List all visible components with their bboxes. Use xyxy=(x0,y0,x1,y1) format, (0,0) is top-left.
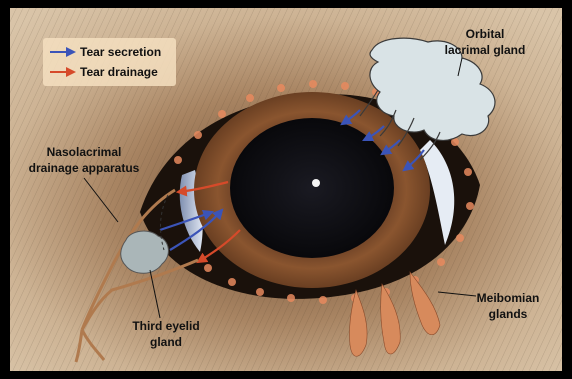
label-meibomian-line2: glands xyxy=(489,307,528,321)
legend-secretion-label: Tear secretion xyxy=(80,45,161,59)
label-nasolacrimal-line1: Nasolacrimal xyxy=(47,145,122,159)
legend: Tear secretion Tear drainage xyxy=(43,38,176,86)
label-nasolacrimal-line2: drainage apparatus xyxy=(29,161,140,175)
label-orbital-line2: lacrimal gland xyxy=(445,43,526,57)
pupil xyxy=(230,118,394,258)
legend-drainage-label: Tear drainage xyxy=(80,65,158,79)
label-third-eyelid-line1: Third eyelid xyxy=(132,319,199,333)
label-meibomian-line1: Meibomian xyxy=(477,291,540,305)
label-orbital-line1: Orbital xyxy=(466,27,505,41)
label-third-eyelid-line2: gland xyxy=(150,335,182,349)
pupil-reflection xyxy=(312,179,320,187)
